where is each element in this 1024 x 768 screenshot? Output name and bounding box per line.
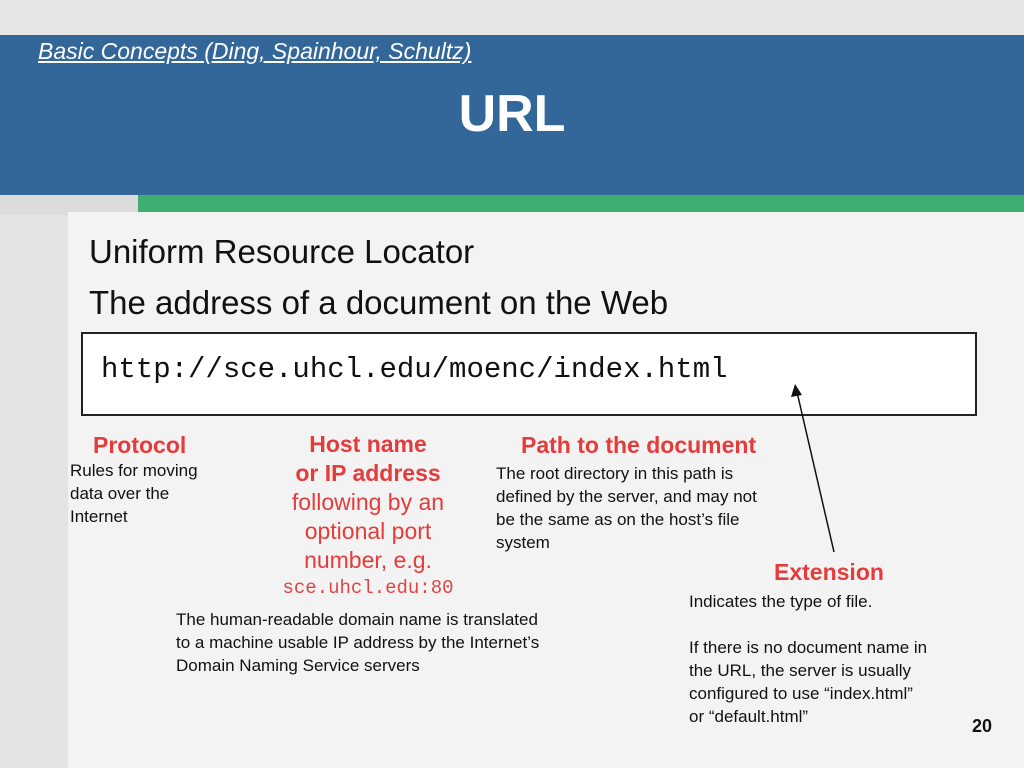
- protocol-desc-line-3: Internet: [70, 507, 128, 526]
- url-box: http://sce.uhcl.edu/moenc/index.html: [81, 332, 977, 416]
- protocol-description: Rules for moving data over the Internet: [70, 459, 240, 528]
- extension-desc-line-4: configured to use “index.html”: [689, 684, 913, 703]
- extension-desc-line-2: If there is no document name in: [689, 638, 928, 657]
- host-text-line-1: following by an: [291, 489, 445, 515]
- host-note-line-1: The human-readable domain name is transl…: [176, 610, 538, 629]
- content-panel: [68, 212, 1024, 768]
- extension-desc-line-1: Indicates the type of file.: [689, 592, 873, 611]
- protocol-desc-line-1: Rules for moving: [70, 461, 198, 480]
- accent-green-band: [138, 195, 1024, 215]
- path-heading: Path to the document: [521, 432, 757, 458]
- url-example: http://sce.uhcl.edu/moenc/index.html: [101, 353, 728, 386]
- path-desc-line-2: defined by the server, and may not: [496, 487, 757, 506]
- protocol-desc-line-2: data over the: [70, 484, 170, 503]
- extension-description: Indicates the type of file. If there is …: [689, 590, 989, 728]
- host-text-line-3: number, e.g.: [304, 547, 432, 573]
- extension-arrow-line: [796, 391, 835, 553]
- header-band: [0, 35, 1024, 195]
- page-number: 20: [972, 716, 993, 736]
- path-description: The root directory in this path is defin…: [496, 462, 816, 554]
- host-note-line-3: Domain Naming Service servers: [176, 656, 420, 675]
- protocol-heading: Protocol: [93, 432, 187, 458]
- host-heading-line-1: Host name: [309, 431, 427, 457]
- extension-desc-line-5: or “default.html”: [689, 707, 809, 726]
- host-note: The human-readable domain name is transl…: [176, 608, 616, 677]
- left-strip: [0, 195, 138, 215]
- path-desc-line-4: system: [496, 533, 550, 552]
- extension-arrow-head: [791, 384, 802, 397]
- extension-heading: Extension: [774, 559, 884, 585]
- intro-line-1: Uniform Resource Locator: [89, 233, 475, 270]
- host-note-line-2: to a machine usable IP address by the In…: [176, 633, 540, 652]
- host-block: Host name or IP address following by an …: [262, 430, 474, 601]
- path-desc-line-3: be the same as on the host’s file: [496, 510, 740, 529]
- host-port-example: sce.uhcl.edu:80: [282, 577, 454, 599]
- top-strip: [0, 0, 1024, 35]
- slide-title: URL: [458, 85, 566, 143]
- extension-desc-line-3: the URL, the server is usually: [689, 661, 912, 680]
- path-desc-line-1: The root directory in this path is: [496, 464, 734, 483]
- intro-line-2: The address of a document on the Web: [89, 284, 669, 321]
- host-text-line-2: optional port: [304, 518, 432, 544]
- host-heading-line-2: or IP address: [295, 460, 441, 486]
- breadcrumb-link[interactable]: Basic Concepts (Ding, Spainhour, Schultz…: [38, 38, 472, 64]
